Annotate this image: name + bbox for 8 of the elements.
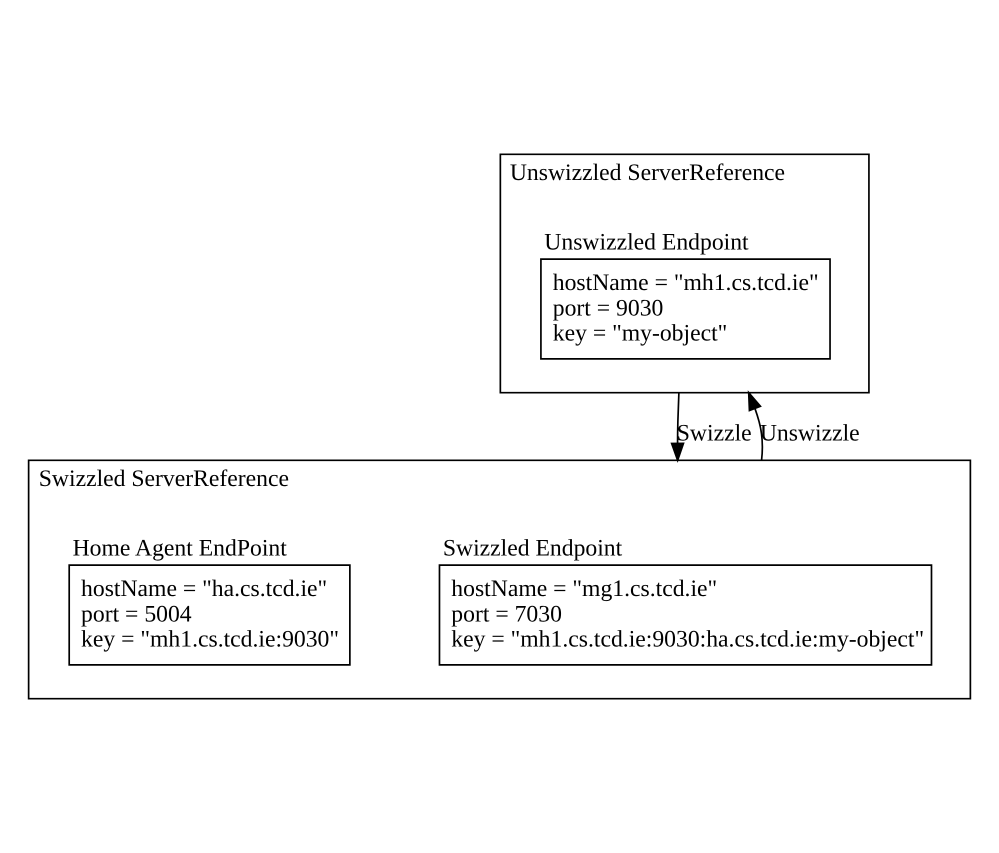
- node-label: Swizzled Endpoint: [442, 535, 622, 562]
- arrow: [748, 390, 764, 460]
- node-box: hostName = "mg1.cs.tcd.ie" port = 7030 key = "mh1.cs.tcd.ie:9030:ha.cs.tcd.ie:my-object": [438, 564, 932, 666]
- node-label: Unswizzled Endpoint: [544, 229, 749, 256]
- arrow: [670, 392, 685, 463]
- node-box: hostName = "mh1.cs.tcd.ie" port = 9030 key = "my-object": [540, 258, 831, 360]
- node-label: Home Agent EndPoint: [72, 535, 287, 562]
- node-box: hostName = "ha.cs.tcd.ie" port = 5004 key = "mh1.cs.tcd.ie:9030": [68, 564, 351, 666]
